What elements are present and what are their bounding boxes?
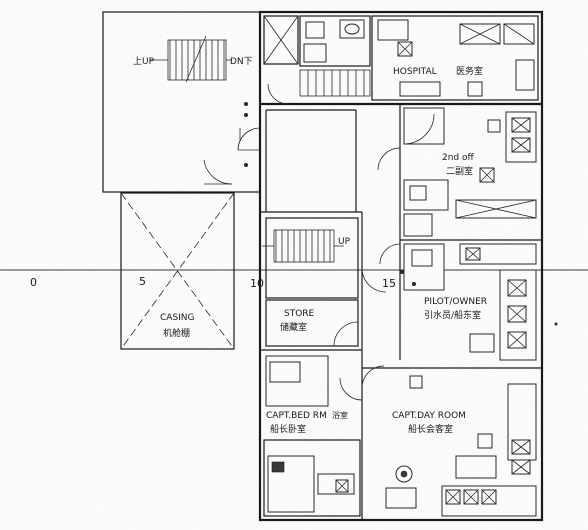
scale-tick-10: 10 <box>250 277 264 290</box>
capt-bed-label: CAPT.BED RM <box>266 411 327 421</box>
hospital-label: HOSPITAL <box>393 67 437 77</box>
scale-tick-0: 0 <box>30 276 37 289</box>
capt-day-label-zh: 船长会客室 <box>408 423 453 435</box>
store-label-zh: 储藏室 <box>280 321 307 333</box>
casing-label: CASING <box>160 313 195 323</box>
hospital-label-zh: 医务室 <box>456 65 483 77</box>
second-off-label-zh: 二副室 <box>446 165 473 177</box>
capt-day-label: CAPT.DAY ROOM <box>392 411 466 421</box>
bath-tag-label: 浴室 <box>332 410 348 420</box>
stair-down-label: DN下 <box>230 57 253 67</box>
scale-tick-15: 15 <box>382 277 396 290</box>
scale-tick-5: 5 <box>139 275 146 288</box>
pilot-owner-label: PILOT/OWNER <box>424 297 487 307</box>
casing-label-zh: 机舱棚 <box>163 327 190 339</box>
stair-up-label: 上UP <box>133 56 155 67</box>
pilot-owner-label-zh: 引水员/船东室 <box>424 309 481 321</box>
stair-up-center-label: UP <box>338 237 351 247</box>
capt-bed-label-zh: 船长卧室 <box>270 423 306 435</box>
second-off-label: 2nd off <box>442 153 475 163</box>
store-label: STORE <box>284 309 315 319</box>
